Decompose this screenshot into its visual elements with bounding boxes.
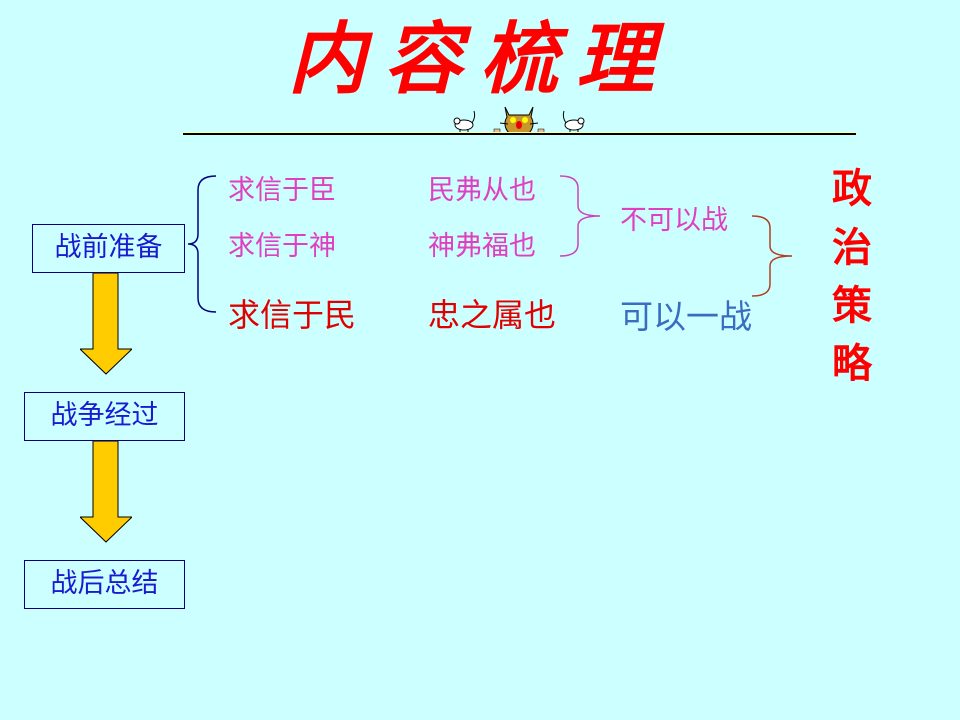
cat-and-mice-decoration: [453, 106, 585, 135]
mouse-icon: [562, 110, 585, 133]
summary-char: 政: [832, 166, 872, 212]
page-title: 内容梳理: [287, 14, 672, 105]
row-left-text: 求信于神: [228, 231, 336, 262]
row-right-text: 神弗福也: [428, 231, 536, 262]
right-brace-icon: [751, 215, 793, 297]
down-arrow-icon: [80, 273, 132, 375]
stage-box-pre-war: 战前准备: [32, 224, 185, 273]
conclusion-can-fight: 可以一战: [620, 297, 752, 336]
stage-label: 战争经过: [50, 400, 159, 431]
stage-label: 战后总结: [50, 568, 159, 599]
summary-char: 略: [832, 341, 872, 387]
row-left-text: 求信于民: [228, 296, 357, 334]
mouse-icon: [453, 110, 476, 133]
down-arrow-icon: [80, 441, 132, 543]
row-left-text: 求信于臣: [228, 175, 336, 206]
stage-box-post-war: 战后总结: [24, 560, 185, 609]
stage-box-during-war: 战争经过: [24, 392, 185, 441]
title-underline: [183, 132, 856, 135]
conclusion-not-fight: 不可以战: [620, 205, 728, 236]
summary-char: 策: [832, 283, 872, 329]
row-right-text: 忠之属也: [428, 296, 557, 334]
row-right-text: 民弗从也: [428, 175, 536, 206]
cat-face-icon: [493, 106, 545, 135]
stage-label: 战前准备: [54, 232, 163, 263]
right-brace-icon: [559, 175, 601, 257]
summary-char: 治: [832, 225, 872, 271]
left-brace-icon: [187, 175, 217, 313]
